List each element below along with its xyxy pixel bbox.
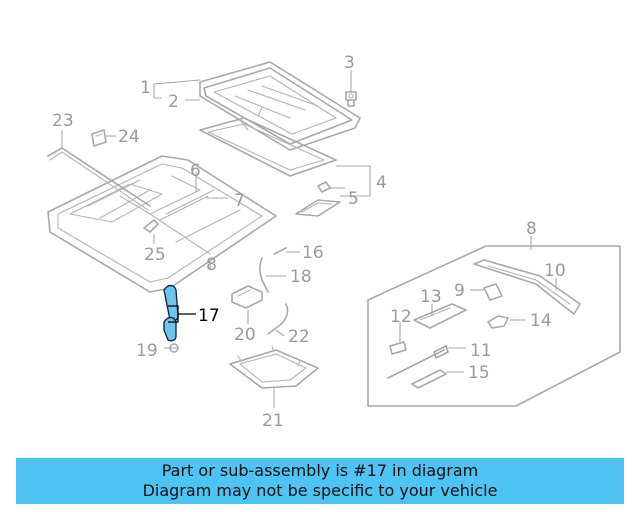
part-8-exploded-box [367, 245, 621, 407]
bracket-parts [295, 181, 341, 217]
seal-frame-part [199, 117, 337, 177]
roof-frame-part [47, 155, 277, 293]
callout-label: 2 [168, 92, 179, 112]
info-banner: Part or sub-assembly is #17 in diagram D… [16, 458, 624, 504]
part-20-bracket [231, 285, 263, 309]
small-clip-part [143, 219, 159, 233]
callout-label: 4 [376, 173, 387, 193]
glass-panel-assembly [199, 61, 361, 151]
leader-lines [61, 70, 557, 408]
part-9-motor-part [483, 283, 503, 301]
callout-label: 18 [290, 267, 312, 287]
banner-line-2: Diagram may not be specific to your vehi… [142, 481, 498, 500]
callout-label: 8 [526, 219, 537, 239]
part-15-bar [411, 369, 447, 389]
callout-label: 23 [52, 111, 74, 131]
part-13-panel [413, 303, 467, 329]
part-11-cable [387, 345, 449, 379]
callout-label: 1 [140, 78, 151, 98]
callout-labels: 1 2 3 4 5 6 7 8 8 10 9 13 12 14 11 15 16… [52, 53, 566, 431]
part-22-hose [267, 303, 289, 335]
sunroof-parts-diagram: 1 2 3 4 5 6 7 8 8 10 9 13 12 14 11 15 16… [47, 53, 621, 431]
callout-label: 8 [206, 255, 217, 275]
part-17-highlighted [163, 284, 179, 342]
callout-label: 9 [454, 281, 465, 301]
callout-label: 19 [136, 341, 158, 361]
callout-label: 15 [468, 363, 490, 383]
callout-label-17: 17 [198, 306, 220, 326]
clip-part [91, 129, 107, 147]
part-12-switch [389, 341, 407, 355]
callout-label: 3 [344, 53, 355, 73]
banner-line-1: Part or sub-assembly is #17 in diagram [161, 461, 479, 480]
callout-label: 14 [530, 311, 552, 331]
callout-label: 10 [544, 261, 566, 281]
hose-parts [259, 247, 287, 293]
callout-label: 21 [262, 411, 284, 431]
callout-label: 25 [144, 245, 166, 265]
callout-label: 11 [470, 341, 492, 361]
callout-label: 22 [288, 327, 310, 347]
callout-label: 16 [302, 243, 324, 263]
part-10-rail [473, 259, 581, 315]
callout-label: 6 [190, 161, 201, 181]
callout-label: 24 [118, 127, 140, 147]
callout-label: 20 [234, 325, 256, 345]
part-21-housing [229, 345, 319, 389]
callout-label: 12 [390, 307, 412, 327]
screw-part [345, 91, 357, 107]
part-14-clip [487, 315, 509, 329]
callout-label: 5 [348, 189, 359, 209]
callout-label: 7 [234, 191, 245, 211]
callout-label: 13 [420, 287, 442, 307]
